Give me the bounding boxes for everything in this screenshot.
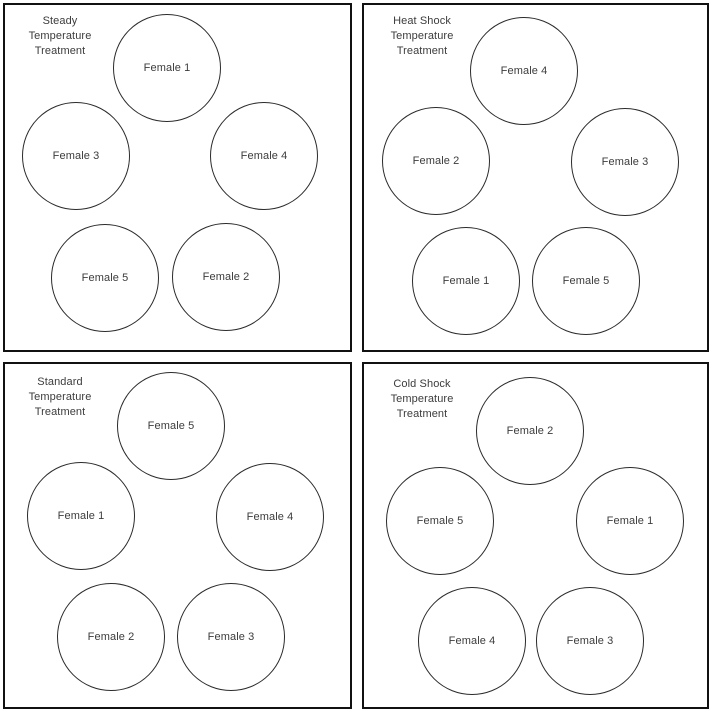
circle-heat-shock-temperature-treatment-female-5[interactable]: Female 5: [532, 227, 640, 335]
circle-label: Female 4: [246, 511, 294, 523]
circle-heat-shock-temperature-treatment-female-4[interactable]: Female 4: [470, 17, 578, 125]
circle-label: Female 2: [87, 631, 135, 643]
circle-steady-temperature-treatment-female-2[interactable]: Female 2: [172, 223, 280, 331]
circle-label: Female 1: [442, 275, 490, 287]
circle-heat-shock-temperature-treatment-female-1[interactable]: Female 1: [412, 227, 520, 335]
circle-label: Female 5: [562, 275, 610, 287]
panel-title-heat-shock-temperature-treatment: Heat Shock Temperature Treatment: [390, 15, 454, 57]
circle-standard-temperature-treatment-female-5[interactable]: Female 5: [117, 372, 225, 480]
circle-steady-temperature-treatment-female-4[interactable]: Female 4: [210, 102, 318, 210]
circle-label: Female 3: [52, 150, 100, 162]
circle-label: Female 1: [606, 515, 654, 527]
panel-title-steady-temperature-treatment: Steady Temperature Treatment: [28, 15, 92, 57]
circle-standard-temperature-treatment-female-3[interactable]: Female 3: [177, 583, 285, 691]
panel-title-cold-shock-temperature-treatment: Cold Shock Temperature Treatment: [390, 378, 454, 420]
circle-label: Female 3: [566, 635, 614, 647]
circle-standard-temperature-treatment-female-1[interactable]: Female 1: [27, 462, 135, 570]
circle-heat-shock-temperature-treatment-female-3[interactable]: Female 3: [571, 108, 679, 216]
circle-label: Female 4: [500, 65, 548, 77]
circle-steady-temperature-treatment-female-5[interactable]: Female 5: [51, 224, 159, 332]
circle-label: Female 2: [412, 155, 460, 167]
circle-label: Female 2: [506, 425, 554, 437]
circle-label: Female 3: [601, 156, 649, 168]
circle-label: Female 1: [57, 510, 105, 522]
circle-cold-shock-temperature-treatment-female-2[interactable]: Female 2: [476, 377, 584, 485]
circle-label: Female 5: [81, 272, 129, 284]
panel-title-standard-temperature-treatment: Standard Temperature Treatment: [28, 376, 92, 418]
circle-cold-shock-temperature-treatment-female-5[interactable]: Female 5: [386, 467, 494, 575]
circle-label: Female 4: [448, 635, 496, 647]
circle-label: Female 1: [143, 62, 191, 74]
circle-steady-temperature-treatment-female-1[interactable]: Female 1: [113, 14, 221, 122]
circle-standard-temperature-treatment-female-2[interactable]: Female 2: [57, 583, 165, 691]
circle-cold-shock-temperature-treatment-female-3[interactable]: Female 3: [536, 587, 644, 695]
circle-label: Female 5: [416, 515, 464, 527]
circle-label: Female 2: [202, 271, 250, 283]
circle-label: Female 4: [240, 150, 288, 162]
circle-steady-temperature-treatment-female-3[interactable]: Female 3: [22, 102, 130, 210]
circle-label: Female 5: [147, 420, 195, 432]
circle-cold-shock-temperature-treatment-female-1[interactable]: Female 1: [576, 467, 684, 575]
circle-heat-shock-temperature-treatment-female-2[interactable]: Female 2: [382, 107, 490, 215]
circle-standard-temperature-treatment-female-4[interactable]: Female 4: [216, 463, 324, 571]
circle-cold-shock-temperature-treatment-female-4[interactable]: Female 4: [418, 587, 526, 695]
circle-label: Female 3: [207, 631, 255, 643]
